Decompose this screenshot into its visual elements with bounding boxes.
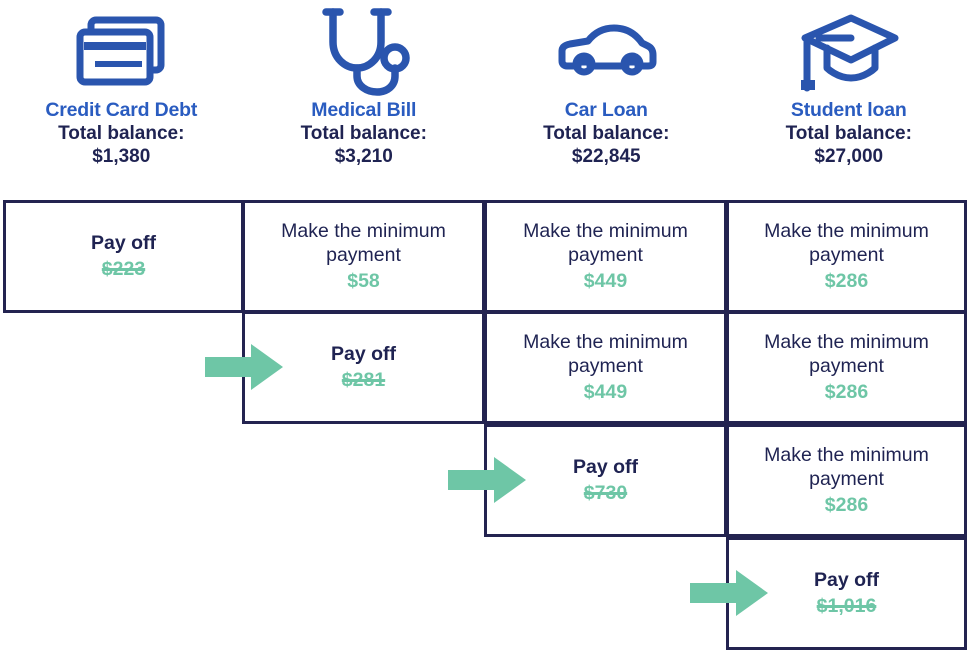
rollover-arrow-to-medical-bill xyxy=(205,344,283,390)
rollover-arrow-to-car-loan xyxy=(448,457,526,503)
debt-balance-label: Total balance: xyxy=(543,123,670,144)
debt-balance-value: $22,845 xyxy=(571,146,641,168)
payment-cell-r2-medical-bill[interactable]: Pay off $281 xyxy=(242,311,485,424)
cell-action: Pay off xyxy=(572,455,638,478)
payment-cell-r1-student-loan[interactable]: Make the minimum payment $286 xyxy=(726,200,967,313)
cell-action: Make the minimum payment xyxy=(764,331,929,377)
graduation-cap-icon xyxy=(799,6,899,98)
debt-balance-value: $27,000 xyxy=(814,146,884,168)
cell-amount: $286 xyxy=(824,269,869,292)
cell-amount: $449 xyxy=(583,380,628,403)
payment-cell-r4-student-loan[interactable]: Pay off $1,016 xyxy=(726,537,967,650)
cell-action: Pay off xyxy=(330,342,396,365)
cell-amount: $286 xyxy=(824,380,869,403)
cell-amount: $223 xyxy=(101,257,146,280)
cell-action: Make the minimum payment xyxy=(281,220,446,266)
cell-amount: $286 xyxy=(824,493,869,516)
debt-card-student-loan: Student loan Total balance: $27,000 xyxy=(728,0,970,198)
rollover-arrow-to-student-loan xyxy=(690,570,768,616)
payment-cell-r1-car-loan[interactable]: Make the minimum payment $449 xyxy=(484,200,727,313)
debt-header: Credit Card Debt Total balance: $1,380 M… xyxy=(0,0,970,198)
credit-card-icon xyxy=(73,6,169,98)
payment-cell-r2-student-loan[interactable]: Make the minimum payment $286 xyxy=(726,311,967,424)
cell-amount: $449 xyxy=(583,269,628,292)
debt-balance-label: Total balance: xyxy=(785,123,912,144)
debt-card-medical-bill: Medical Bill Total balance: $3,210 xyxy=(243,0,486,198)
cell-action: Make the minimum payment xyxy=(523,220,688,266)
payment-cell-r1-credit-card-debt[interactable]: Pay off $223 xyxy=(3,200,244,313)
cell-amount: $281 xyxy=(341,368,386,391)
debt-balance-value: $3,210 xyxy=(334,146,393,168)
car-icon xyxy=(554,6,658,98)
cell-amount: $58 xyxy=(347,269,380,292)
cell-action: Pay off xyxy=(90,231,156,254)
cell-amount: $730 xyxy=(583,481,628,504)
payment-cell-r1-medical-bill[interactable]: Make the minimum payment $58 xyxy=(242,200,485,313)
debt-balance-label: Total balance: xyxy=(300,123,427,144)
debt-name: Credit Card Debt xyxy=(45,99,198,121)
stethoscope-icon xyxy=(317,6,411,98)
debt-name: Car Loan xyxy=(564,99,648,121)
payment-grid: Pay off $223 Make the minimum payment $5… xyxy=(0,198,970,653)
payment-cell-r2-car-loan[interactable]: Make the minimum payment $449 xyxy=(484,311,727,424)
debt-name: Student loan xyxy=(790,99,907,121)
cell-action: Make the minimum payment xyxy=(523,331,688,377)
debt-balance-label: Total balance: xyxy=(58,123,185,144)
debt-card-car-loan: Car Loan Total balance: $22,845 xyxy=(485,0,728,198)
payment-cell-r3-student-loan[interactable]: Make the minimum payment $286 xyxy=(726,424,967,537)
debt-name: Medical Bill xyxy=(311,99,417,121)
debt-card-credit-card-debt: Credit Card Debt Total balance: $1,380 xyxy=(0,0,243,198)
debt-balance-value: $1,380 xyxy=(92,146,151,168)
cell-action: Make the minimum payment xyxy=(764,444,929,490)
cell-amount: $1,016 xyxy=(816,594,877,617)
cell-action: Pay off xyxy=(813,568,879,591)
cell-action: Make the minimum payment xyxy=(764,220,929,266)
